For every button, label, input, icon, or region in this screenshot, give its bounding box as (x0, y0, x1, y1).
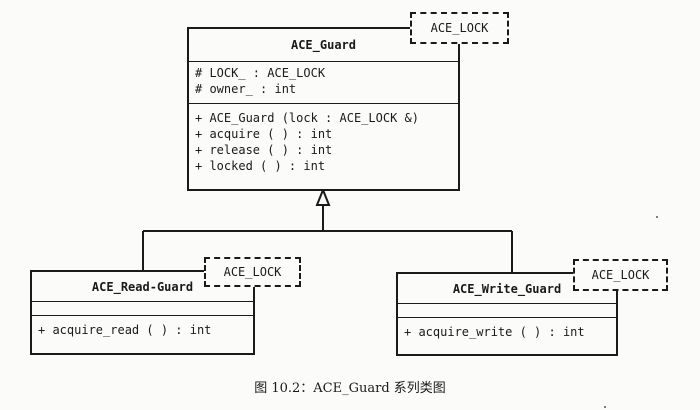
ace-guard-class: ACE_Guard # LOCK_ : ACE_LOCK # owner_ : … (187, 27, 460, 191)
ace-read-guard-class-name: ACE_Read-Guard (32, 272, 253, 302)
ace-write-guard-operations: + acquire_write ( ) : int (398, 318, 616, 343)
ace-write-guard-template-param: ACE_LOCK (573, 259, 668, 291)
ace-write-guard-attributes (398, 304, 616, 318)
attribute-owner: # owner_ : int (195, 82, 297, 96)
operation-release: + release ( ) : int (195, 143, 333, 157)
operation-acquire-write: + acquire_write ( ) : int (404, 325, 585, 339)
ace-guard-operations: + ACE_Guard (lock : ACE_LOCK &) + acquir… (189, 104, 458, 177)
figure-caption: 图 10.2：ACE_Guard 系列类图 (254, 381, 446, 396)
operation-acquire-read: + acquire_read ( ) : int (38, 323, 212, 337)
ace-read-guard-template-param: ACE_LOCK (204, 257, 301, 287)
operation-acquire: + acquire ( ) : int (195, 127, 333, 141)
ace-guard-class-name: ACE_Guard (189, 29, 458, 62)
ace-guard-template-param: ACE_LOCK (410, 12, 509, 44)
operation-constructor: + ACE_Guard (lock : ACE_LOCK &) (195, 111, 419, 125)
generalization-arrowhead (315, 187, 331, 206)
scan-speck (604, 406, 606, 408)
ace-guard-attributes: # LOCK_ : ACE_LOCK # owner_ : int (189, 62, 458, 104)
attribute-lock: # LOCK_ : ACE_LOCK (195, 66, 326, 80)
ace-read-guard-operations: + acquire_read ( ) : int (32, 316, 253, 341)
ace-read-guard-attributes (32, 302, 253, 316)
scan-speck (656, 216, 658, 218)
ace-write-guard-class-name: ACE_Write_Guard (398, 274, 616, 304)
operation-locked: + locked ( ) : int (195, 159, 326, 173)
